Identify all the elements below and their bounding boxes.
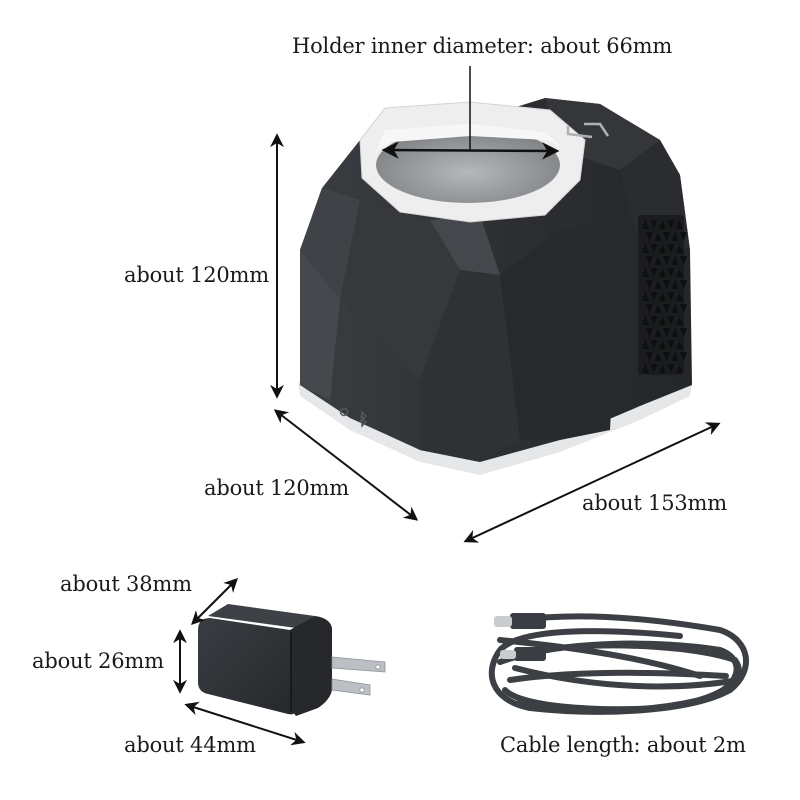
vent-hole <box>680 232 687 241</box>
vent-hole <box>676 340 683 349</box>
vent-hole <box>659 364 666 373</box>
vent-hole <box>680 352 687 361</box>
cable-length-label: Cable length: about 2m <box>500 733 746 757</box>
vent-hole <box>676 220 683 229</box>
holder-unit <box>298 98 692 475</box>
adapter-height-label: about 26mm <box>32 649 164 673</box>
vent-hole <box>654 280 662 289</box>
vent-hole <box>671 328 679 337</box>
inner-diameter-arrow <box>381 141 560 160</box>
usb-c-connector-1 <box>494 613 546 629</box>
usb-c-cable <box>488 613 749 715</box>
vent-hole <box>663 352 670 361</box>
vent-hole <box>671 280 679 289</box>
vent-hole <box>680 328 687 337</box>
vent-hole <box>659 268 666 277</box>
vent-hole <box>663 256 670 265</box>
facet <box>430 215 500 275</box>
vent-hole <box>671 232 679 241</box>
vent-hole <box>680 256 687 265</box>
adapter-cap <box>290 616 332 716</box>
vent-hole <box>676 292 683 301</box>
depth-arrow <box>273 409 419 521</box>
vent-hole <box>676 268 683 277</box>
brand-logo-icon <box>566 122 610 139</box>
vent-hole <box>667 220 675 229</box>
vent-hole <box>676 364 683 373</box>
vent-hole <box>663 304 670 313</box>
vent-hole <box>650 316 658 325</box>
vent-hole <box>646 232 653 241</box>
vent-grille <box>638 215 687 375</box>
vent-hole <box>642 340 649 349</box>
width-arrow <box>463 422 721 543</box>
vent-hole <box>676 316 683 325</box>
plug-prongs <box>331 656 386 696</box>
vent-hole <box>659 244 666 253</box>
adapter-depth-label: about 38mm <box>60 572 192 596</box>
vent-hole <box>650 244 658 253</box>
vent-hole <box>667 292 675 301</box>
vent-hole <box>663 280 670 289</box>
vent-hole <box>659 220 666 229</box>
facet <box>300 250 340 400</box>
vent-hole <box>663 328 670 337</box>
vent-hole <box>654 304 662 313</box>
facet <box>420 270 520 462</box>
holder-inner-diameter-label: Holder inner diameter: about 66mm <box>292 34 673 58</box>
vent-hole <box>650 292 658 301</box>
vent-hole <box>654 352 662 361</box>
facet <box>340 200 460 380</box>
vent-hole <box>667 268 675 277</box>
vent-hole <box>650 364 658 373</box>
adapter-front <box>198 618 296 715</box>
adapter-width-arrow <box>184 701 306 746</box>
vent-hole <box>650 220 658 229</box>
ac-adapter <box>198 604 386 716</box>
vent-hole <box>646 280 653 289</box>
vent-hole <box>646 352 653 361</box>
vent-hole <box>667 244 675 253</box>
vent-hole <box>671 352 679 361</box>
vent-hole <box>642 292 649 301</box>
vent-hole <box>671 304 679 313</box>
facet <box>500 230 620 440</box>
vent-hole <box>642 220 649 229</box>
adapter-width-label: about 44mm <box>124 733 256 757</box>
vent-hole <box>646 328 653 337</box>
vent-hole <box>650 268 658 277</box>
vent-hole <box>654 328 662 337</box>
unit-depth-label: about 120mm <box>204 476 349 500</box>
vent-hole <box>642 316 649 325</box>
vent-hole <box>642 268 649 277</box>
vent-hole <box>667 364 675 373</box>
vent-hole <box>654 232 662 241</box>
vent-hole <box>646 304 653 313</box>
vent-hole <box>667 340 675 349</box>
holder-inner-rim <box>376 124 565 152</box>
vent-hole <box>671 256 679 265</box>
vent-hole <box>663 232 670 241</box>
adapter-depth-arrow <box>191 578 238 625</box>
vent-hole <box>680 304 687 313</box>
vent-hole <box>642 244 649 253</box>
vent-hole <box>659 292 666 301</box>
vent-hole <box>654 256 662 265</box>
vent-hole <box>642 364 649 373</box>
vent-hole <box>667 316 675 325</box>
vent-hole <box>659 316 666 325</box>
vent-hole <box>676 244 683 253</box>
unit-height-label: about 120mm <box>124 263 269 287</box>
vent-hole <box>659 340 666 349</box>
vent-hole <box>646 256 653 265</box>
unit-width-label: about 153mm <box>582 491 727 515</box>
vent-hole <box>680 280 687 289</box>
facet <box>300 188 360 300</box>
vent-hole <box>650 340 658 349</box>
usb-c-connector-2 <box>500 647 546 661</box>
